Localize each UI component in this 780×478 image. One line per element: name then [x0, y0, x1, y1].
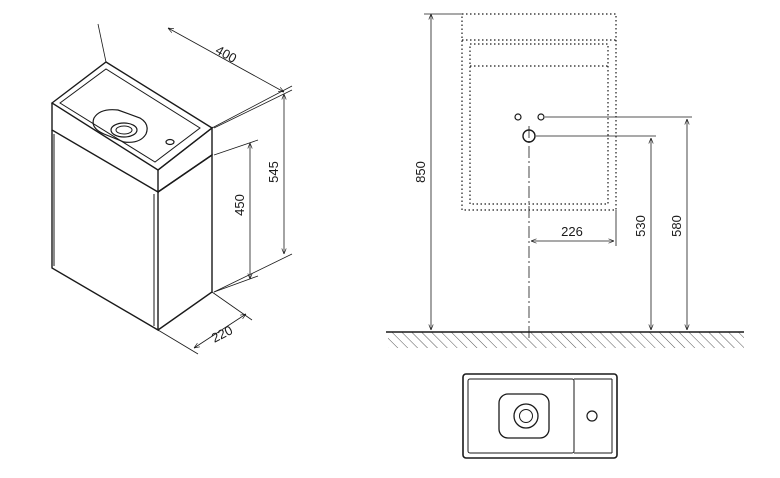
dim-label-580: 580: [669, 215, 684, 237]
dim-label-450: 450: [232, 194, 247, 216]
dim-label-220: 220: [209, 322, 235, 345]
floor: [386, 331, 744, 348]
top-view-outer: [462, 373, 618, 459]
basin-inner-rim: [59, 68, 201, 163]
tap-hole: [165, 138, 175, 146]
top-view-inner: [467, 378, 575, 454]
water-connection-left: [514, 113, 522, 121]
cabinet-side-face: [157, 153, 213, 331]
top-view-drain-outer: [513, 403, 539, 429]
top-view-tap-hole: [586, 410, 598, 422]
cabinet-outline-dotted: [461, 13, 617, 211]
dim-offset-226: 226: [531, 210, 617, 246]
top-view-drain-inner: [519, 409, 533, 423]
basin-top-face: [50, 61, 214, 171]
dim-height-cabinet: 450: [213, 139, 259, 293]
dim-height-530: 530: [536, 135, 656, 330]
dim-mount-height: 850: [413, 13, 462, 330]
front-elevation: [461, 13, 617, 340]
dim-label-545: 545: [266, 161, 281, 183]
basin-front-face: [51, 103, 159, 194]
basin-bowl: [92, 109, 148, 143]
drain-outer: [110, 122, 138, 138]
dim-label-226: 226: [561, 224, 583, 239]
drain-inner: [115, 125, 133, 135]
top-view-bowl: [498, 393, 550, 439]
water-connection-right: [537, 113, 545, 121]
isometric-cabinet: [50, 61, 214, 332]
dim-width-top: 400: [97, 23, 293, 129]
dim-label-530: 530: [633, 215, 648, 237]
cabinet-front-face: [51, 130, 159, 332]
dim-depth: 220: [157, 291, 253, 355]
dim-height-total: 545: [213, 89, 293, 293]
dim-label-400: 400: [213, 42, 239, 66]
top-view-basin: [462, 373, 618, 459]
dim-label-850: 850: [413, 161, 428, 183]
dim-height-580: 580: [545, 116, 692, 330]
